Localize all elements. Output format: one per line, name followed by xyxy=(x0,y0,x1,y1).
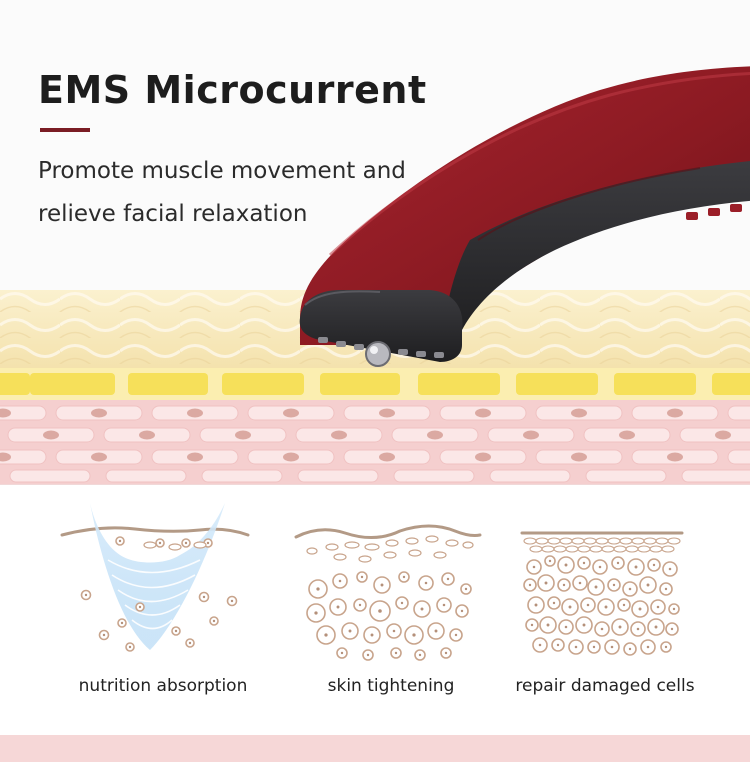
feature-label-tightening: skin tightening xyxy=(327,676,455,696)
page-title: EMS Microcurrent xyxy=(38,68,427,112)
skin-tightening-diagram xyxy=(294,524,482,661)
feature-label-repair: repair damaged cells xyxy=(515,676,695,696)
massager-device xyxy=(299,66,750,367)
skin-layers-illustration xyxy=(0,66,750,485)
nutrition-absorption-diagram xyxy=(60,503,250,652)
bottom-band xyxy=(0,735,750,762)
page-subtitle: Promote muscle movement and relieve faci… xyxy=(38,158,406,227)
dermis-cells xyxy=(0,405,750,483)
feature-diagrams xyxy=(60,503,684,661)
repair-cells-diagram xyxy=(520,531,684,656)
title-accent-bar xyxy=(40,128,90,132)
feature-label-nutrition: nutrition absorption xyxy=(78,676,248,696)
